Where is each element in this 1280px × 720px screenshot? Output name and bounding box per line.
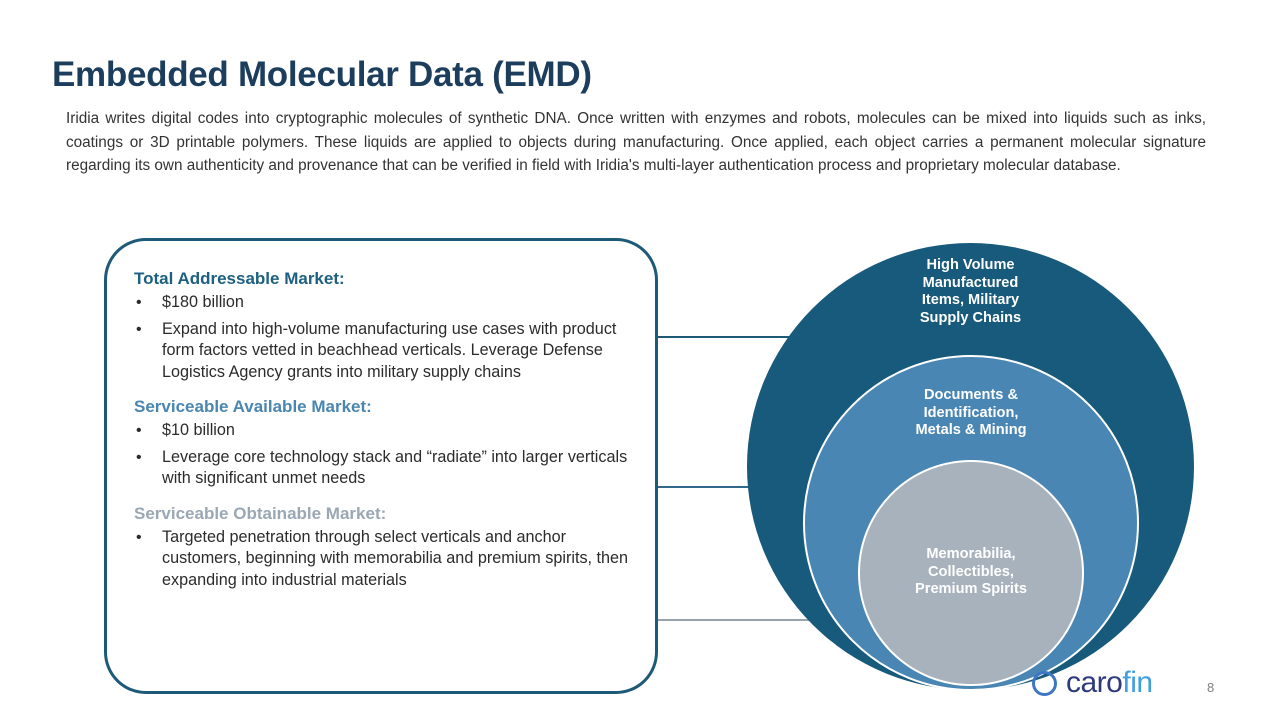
market-heading-sam: Serviceable Available Market:: [134, 397, 372, 416]
logo-wordmark: carofin: [1066, 668, 1153, 698]
connector-line-sam: [656, 486, 810, 488]
list-item-text: $180 billion: [162, 293, 244, 311]
circle-label-tam: High Volume Manufactured Items, Military…: [919, 257, 1022, 326]
market-section-som: Serviceable Obtainable Market: • Targete…: [134, 503, 634, 592]
market-section-sam: Serviceable Available Market: • $10 bill…: [134, 396, 634, 490]
logo-text-caro: caro: [1066, 666, 1123, 699]
circle-label-som: Memorabilia, Collectibles, Premium Spiri…: [915, 546, 1027, 597]
list-item-text: $10 billion: [162, 421, 235, 439]
bullet-glyph: •: [136, 448, 142, 466]
market-sections: Total Addressable Market: • $180 billion…: [134, 268, 634, 591]
list-item: • Targeted penetration through select ve…: [134, 527, 634, 592]
list-item-text: Targeted penetration through select vert…: [162, 527, 629, 589]
market-section-tam: Total Addressable Market: • $180 billion…: [134, 268, 634, 383]
logo-text-fin: fin: [1122, 666, 1153, 699]
bullet-glyph: •: [136, 320, 142, 338]
market-callout-box: Total Addressable Market: • $180 billion…: [104, 238, 658, 694]
list-item: • Leverage core technology stack and “ra…: [134, 447, 634, 490]
circle-label-sam: Documents & Identification, Metals & Min…: [915, 387, 1027, 438]
market-heading-som: Serviceable Obtainable Market:: [134, 503, 387, 523]
connector-line-som: [656, 619, 893, 621]
ring-icon: [1032, 670, 1057, 696]
intro-paragraph: Iridia writes digital codes into cryptog…: [66, 110, 1206, 175]
list-item: • Expand into high-volume manufacturing …: [134, 319, 634, 384]
list-item: • $180 billion: [134, 292, 634, 314]
circle-som-memorabilia[interactable]: Memorabilia, Collectibles, Premium Spiri…: [858, 460, 1084, 686]
carofin-logo: carofin: [1032, 668, 1153, 698]
page-title: Embedded Molecular Data (EMD): [52, 55, 592, 95]
bullet-glyph: •: [136, 528, 142, 546]
list-item-text: Expand into high-volume manufacturing us…: [162, 319, 617, 381]
page-number: 8: [1207, 680, 1215, 695]
market-heading-tam: Total Addressable Market:: [134, 269, 345, 288]
list-item: • $10 billion: [134, 420, 634, 442]
list-item-text: Leverage core technology stack and “radi…: [162, 447, 628, 488]
bullet-glyph: •: [136, 422, 142, 439]
bullet-glyph: •: [136, 294, 142, 311]
connector-line-tam: [656, 336, 856, 338]
